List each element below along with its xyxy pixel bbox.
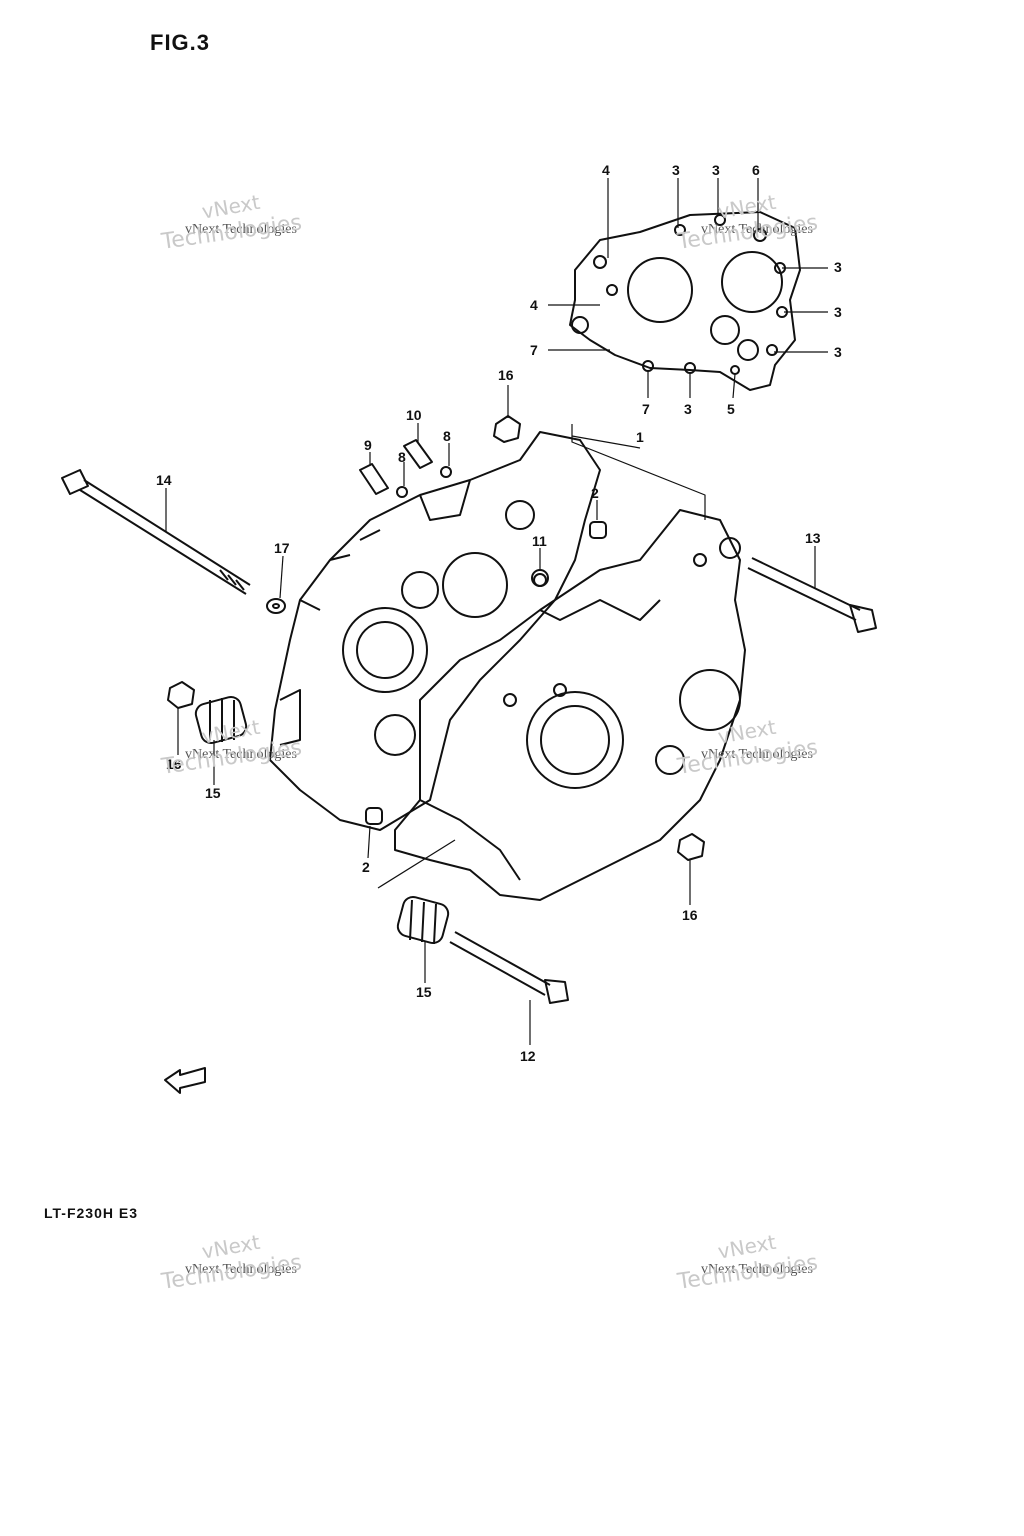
callout-5: 5 xyxy=(727,401,735,417)
washer-8-right xyxy=(440,466,452,478)
callout-17: 17 xyxy=(274,540,290,556)
callout-10: 10 xyxy=(406,407,422,423)
callout-6: 6 xyxy=(752,162,760,178)
callout-3-bottom: 3 xyxy=(684,401,692,417)
front-direction-arrow-icon xyxy=(164,1067,206,1094)
callout-1: 1 xyxy=(636,429,644,445)
crankcase-left-half xyxy=(269,431,601,831)
nut-16-left xyxy=(167,681,195,709)
callout-7-bottom: 7 xyxy=(642,401,650,417)
callout-15-bottom: 15 xyxy=(416,984,432,1000)
callout-2-bottom: 2 xyxy=(362,859,370,875)
callout-9: 9 xyxy=(364,437,372,453)
figure-title: FIG.3 xyxy=(150,30,211,55)
bolt-13 xyxy=(747,557,877,633)
crankcase-right-half xyxy=(394,509,746,901)
model-code-label: LT-F230H E3 xyxy=(44,1205,138,1221)
callout-16-right: 16 xyxy=(682,907,698,923)
callout-11: 11 xyxy=(532,533,547,549)
bearing-15-bottom xyxy=(396,895,450,945)
callout-13: 13 xyxy=(805,530,821,546)
washer-17 xyxy=(266,598,286,614)
nut-16-right xyxy=(677,833,705,861)
nut-16-top xyxy=(493,415,521,443)
bearing-15-left xyxy=(194,695,248,745)
bolt-12 xyxy=(449,931,569,1004)
screw-9 xyxy=(359,463,389,495)
callout-3-right-c: 3 xyxy=(834,344,842,360)
callout-16-left: 16 xyxy=(166,756,182,772)
callout-3-right-b: 3 xyxy=(834,304,842,320)
crankcase-gasket xyxy=(569,211,801,391)
callout-14: 14 xyxy=(156,472,172,488)
callout-4-top: 4 xyxy=(602,162,610,178)
callout-7-left: 7 xyxy=(530,342,538,358)
callout-2-top: 2 xyxy=(591,485,599,501)
callout-12: 12 xyxy=(520,1048,536,1064)
callout-8-right: 8 xyxy=(443,428,451,444)
callout-labels: 4 3 3 6 4 7 3 3 3 7 3 5 1 16 10 9 8 8 2 … xyxy=(156,162,842,1064)
screw-10 xyxy=(403,439,433,469)
dowel-pin-2-top xyxy=(589,521,607,539)
callout-3-top-a: 3 xyxy=(672,162,680,178)
washer-8-left xyxy=(396,486,408,498)
callout-15-left: 15 xyxy=(205,785,221,801)
dowel-pin-2-bottom xyxy=(365,807,383,825)
bolt-14 xyxy=(61,469,251,595)
callout-3-right-a: 3 xyxy=(834,259,842,275)
callout-8-left: 8 xyxy=(398,449,406,465)
callout-3-top-b: 3 xyxy=(712,162,720,178)
callout-16-top: 16 xyxy=(498,367,514,383)
callout-4-left: 4 xyxy=(530,297,538,313)
